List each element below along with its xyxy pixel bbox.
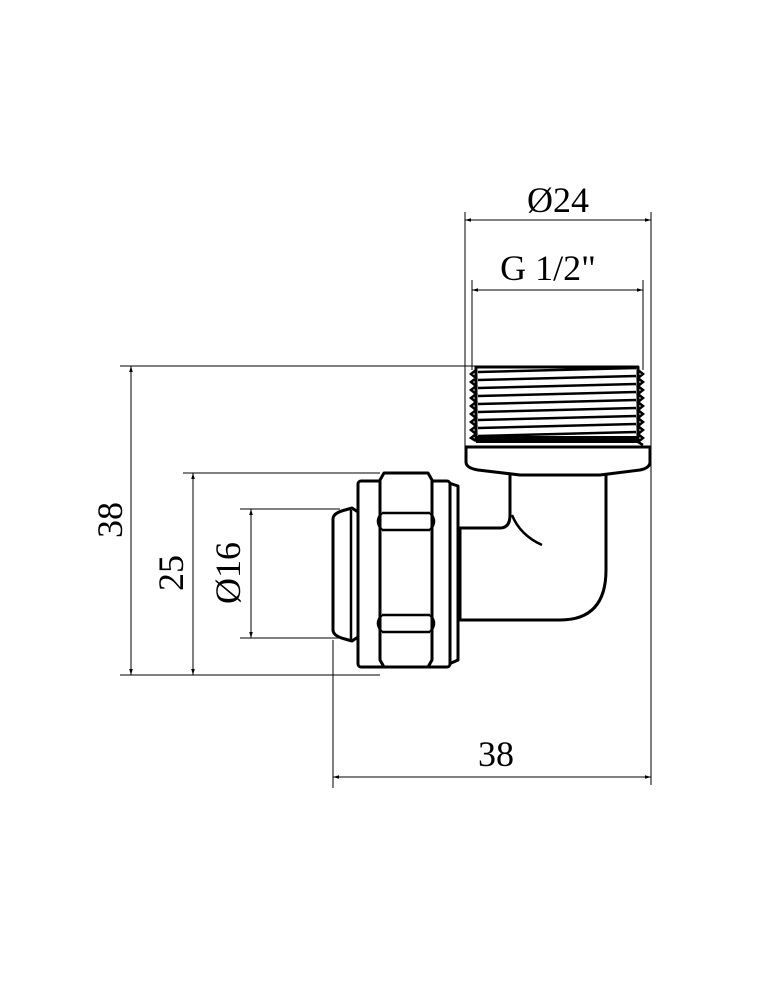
dimension-height-total: 38 xyxy=(90,365,478,676)
dim-label-width-total: 38 xyxy=(478,734,514,774)
dimension-thread: G 1/2" xyxy=(471,248,644,370)
thread-lines xyxy=(468,366,646,447)
dimension-pipe-diameter: Ø16 xyxy=(208,508,340,639)
fitting-body xyxy=(331,365,652,669)
dimension-width-total: 38 xyxy=(332,640,651,788)
dim-label-nut-height: 25 xyxy=(151,555,191,591)
dimension-nut-height: 25 xyxy=(151,472,380,675)
dim-label-thread: G 1/2" xyxy=(500,248,596,288)
dim-label-pipe-diameter: Ø16 xyxy=(208,542,248,604)
dim-label-outer-diameter: Ø24 xyxy=(527,180,589,220)
dimension-outer-diameter: Ø24 xyxy=(464,180,652,785)
dim-label-height-total: 38 xyxy=(90,502,130,538)
